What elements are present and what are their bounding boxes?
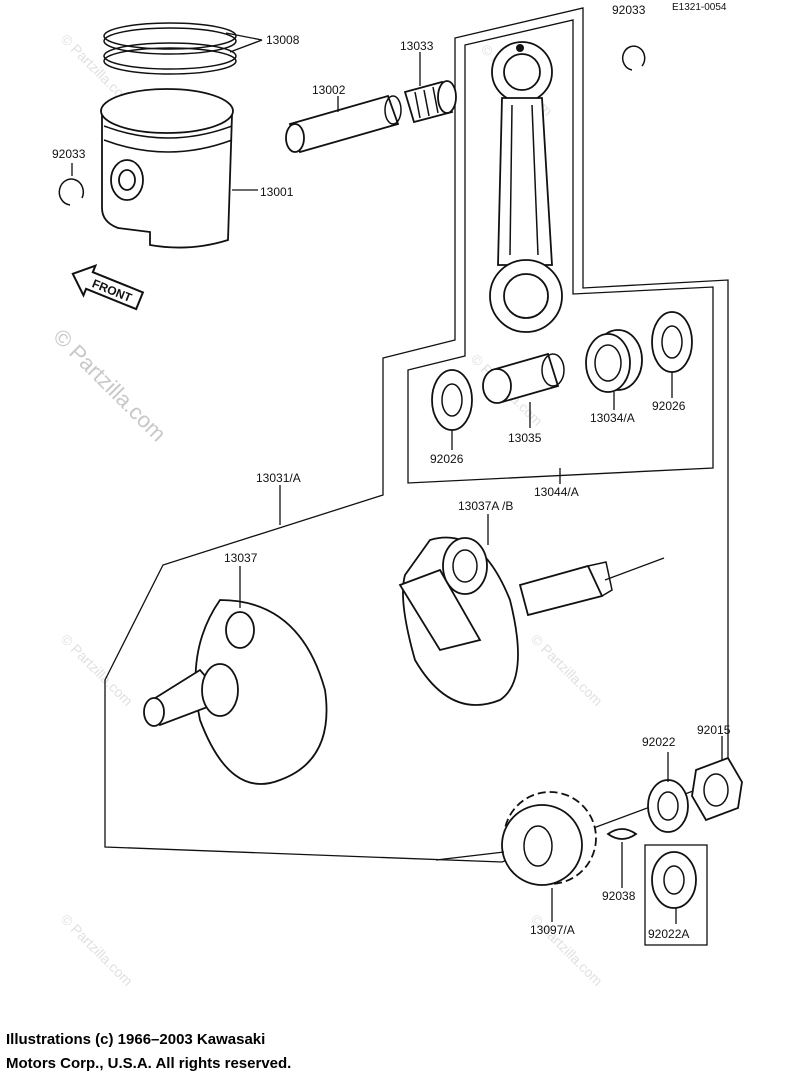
part-label: 13037 [224, 551, 258, 565]
part-label: 13008 [266, 33, 300, 47]
woodruff-key [606, 828, 638, 840]
watermark-main: © Partzilla.com [48, 324, 171, 447]
part-label: 13035 [508, 431, 542, 445]
part-label: 13037A /B [458, 499, 513, 513]
big-end-bearing [585, 329, 643, 393]
reference-code: E1321-0054 [672, 2, 727, 13]
circlip-left [58, 178, 85, 206]
washer-right [651, 311, 693, 373]
crankshaft-assembly-outline [104, 7, 729, 863]
part-label: 92026 [430, 452, 464, 466]
part-label: 92026 [652, 399, 686, 413]
part-label: 92022 [642, 735, 676, 749]
part-label: 92033 [52, 147, 86, 161]
part-label: 13002 [312, 83, 346, 97]
part-label: 92033 [612, 3, 646, 17]
part-label: 92038 [602, 889, 636, 903]
part-label: 92022A [648, 927, 689, 941]
watermark-faint: © Partzilla.com [58, 911, 136, 989]
part-label: 13033 [400, 39, 434, 53]
part-label: 13031/A [256, 471, 301, 485]
connecting-rod [489, 41, 563, 333]
gear [501, 791, 597, 886]
piston-rings [103, 22, 237, 75]
leader-gear-assembly [435, 557, 665, 861]
piston [100, 88, 234, 249]
part-label: 13097/A [530, 923, 575, 937]
crank-pin [482, 352, 565, 404]
front-arrow: FRONT [71, 263, 145, 311]
crankshaft-right [398, 536, 613, 706]
crankshaft-left [143, 599, 328, 785]
small-end-bearing [403, 80, 457, 124]
conrod-assembly-outline [407, 19, 714, 484]
washer-left [431, 369, 473, 431]
lock-washer-box [644, 844, 708, 946]
part-label: 13044/A [534, 485, 579, 499]
part-label: 13001 [260, 185, 294, 199]
part-label: 13034/A [590, 411, 635, 425]
lock-washer [651, 851, 697, 909]
watermark-faint: © Partzilla.com [528, 631, 606, 709]
piston-pin [285, 94, 402, 154]
copyright-notice: Illustrations (c) 1966–2003 Kawasaki Mot… [6, 1028, 291, 1076]
copyright-line-2: Motors Corp., U.S.A. All rights reserved… [6, 1055, 292, 1072]
nut [691, 756, 743, 822]
part-label: 92015 [697, 723, 731, 737]
copyright-line-1: Illustrations (c) 1966–2003 Kawasaki [6, 1031, 266, 1048]
circlip-top-right [621, 45, 646, 71]
leader-piston-rings [225, 32, 263, 53]
washer-92022 [647, 779, 689, 833]
